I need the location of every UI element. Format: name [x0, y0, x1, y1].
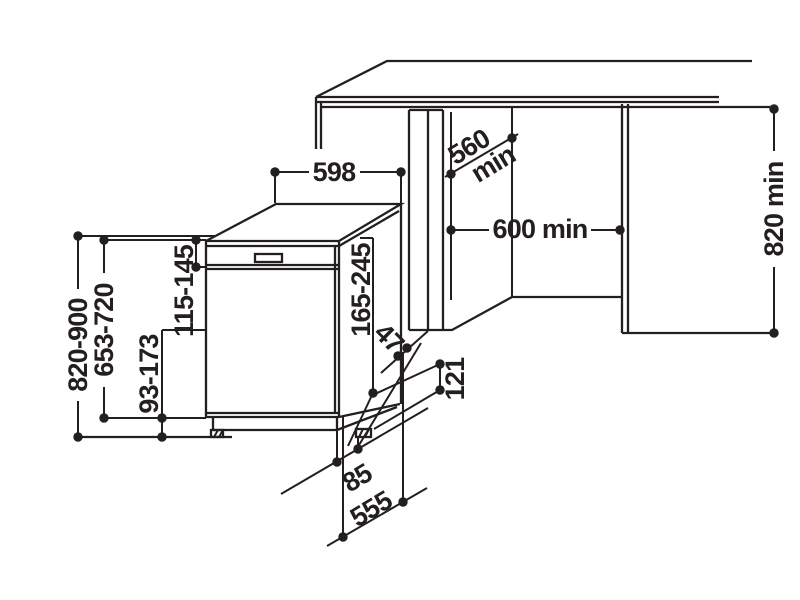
dim-85-dot-front — [332, 457, 342, 467]
dim-598-dot-right — [396, 167, 406, 177]
dim-600-label: 600 min — [493, 214, 588, 244]
dim-820-900-label: 820-900 — [63, 298, 93, 392]
right-cabinet-left-edge — [620, 104, 630, 333]
dim-555-dot-back — [398, 497, 408, 507]
dim-121-dot-bottom — [435, 385, 445, 395]
dim-appliance-width: 598 — [270, 157, 406, 203]
dishwasher — [74, 202, 406, 439]
dim-598-label: 598 — [313, 157, 356, 187]
dim-598-dot-left — [270, 167, 280, 177]
dim-560-dot-back — [507, 133, 517, 143]
dim-niche-height: 820 min — [759, 104, 789, 338]
door-handle — [253, 252, 284, 264]
dim-820-900-dot-top — [73, 231, 83, 241]
dim-115-145-label: 115-145 — [169, 244, 199, 337]
countertop-back-edge — [315, 59, 752, 99]
dim-121-label: 121 — [440, 357, 470, 400]
dim-653-720-dot-bottom — [99, 413, 109, 423]
dim-820min-dot-top — [769, 104, 779, 114]
dim-niche-depth: 560 min — [443, 123, 520, 188]
right-cabinet — [620, 104, 774, 335]
dim-653-720-dot-top — [99, 235, 109, 245]
dim-600-dot-left — [446, 225, 456, 235]
dim-820-900-lines — [77, 235, 215, 437]
control-panel-bottom-edge — [206, 263, 339, 271]
dishwasher-lid-inner-edge — [206, 210, 400, 248]
door-bottom-edge — [206, 411, 339, 419]
dim-93-173-dot-top — [157, 413, 167, 423]
dim-560-label-group: 560 min — [443, 123, 520, 188]
niche-left-wall-edges — [407, 110, 445, 330]
dim-47-line — [380, 330, 429, 374]
dim-appliance-height: 820-900 — [63, 231, 215, 442]
dim-165-245-dot — [368, 388, 378, 398]
dim-560-dot-front — [446, 169, 456, 179]
dim-820-900-dot-bottom — [73, 432, 83, 442]
countertop — [314, 59, 770, 149]
niche-floor-edges — [409, 295, 622, 332]
dim-door-height: 653-720 — [89, 235, 206, 423]
dim-555-dot-front — [338, 532, 348, 542]
dim-820min-dot-bottom — [769, 328, 779, 338]
side-bottom-edge — [338, 402, 401, 419]
front-foot-hatch — [213, 429, 224, 438]
plinth — [211, 417, 339, 432]
countertop-left-end-panel — [314, 97, 323, 149]
dishwasher-right-edge — [333, 241, 341, 417]
dim-600-dot-right — [615, 225, 625, 235]
dim-653-720-lines — [103, 239, 206, 419]
dim-control-panel-height: 115-145 — [169, 235, 206, 337]
dim-165-245-label: 165-245 — [346, 242, 376, 336]
dim-47-dot-back — [402, 343, 412, 353]
dim-560-line — [444, 133, 519, 178]
dim-598-lines — [274, 171, 402, 203]
dim-base-depth: 555 — [326, 352, 428, 547]
dim-653-720-label: 653-720 — [89, 283, 119, 377]
dim-93-173-dot-bottom — [157, 432, 167, 442]
dim-niche-width: 600 min — [446, 214, 625, 244]
dim-93-173-lines — [161, 329, 206, 437]
dim-93-173-label: 93-173 — [134, 334, 164, 414]
dim-121-dot-top — [435, 359, 445, 369]
dim-plinth-height: 93-173 — [134, 329, 206, 442]
dim-85-dot-back — [353, 444, 363, 454]
dim-115-145-dot-top — [191, 235, 201, 245]
dim-115-145-dot-bottom — [191, 262, 201, 272]
dishwasher-top-face — [205, 202, 406, 243]
dim-820min-label: 820 min — [759, 162, 789, 257]
dim-165-245-lines — [347, 237, 374, 447]
base-bottom-edge — [336, 405, 398, 432]
dim-rear-zone-height: 165-245 — [346, 237, 378, 447]
dim-foot-recess-depth: 85 — [280, 342, 429, 498]
dim-connection-height: 121 — [373, 357, 470, 430]
dim-47-dot-front — [393, 351, 403, 361]
